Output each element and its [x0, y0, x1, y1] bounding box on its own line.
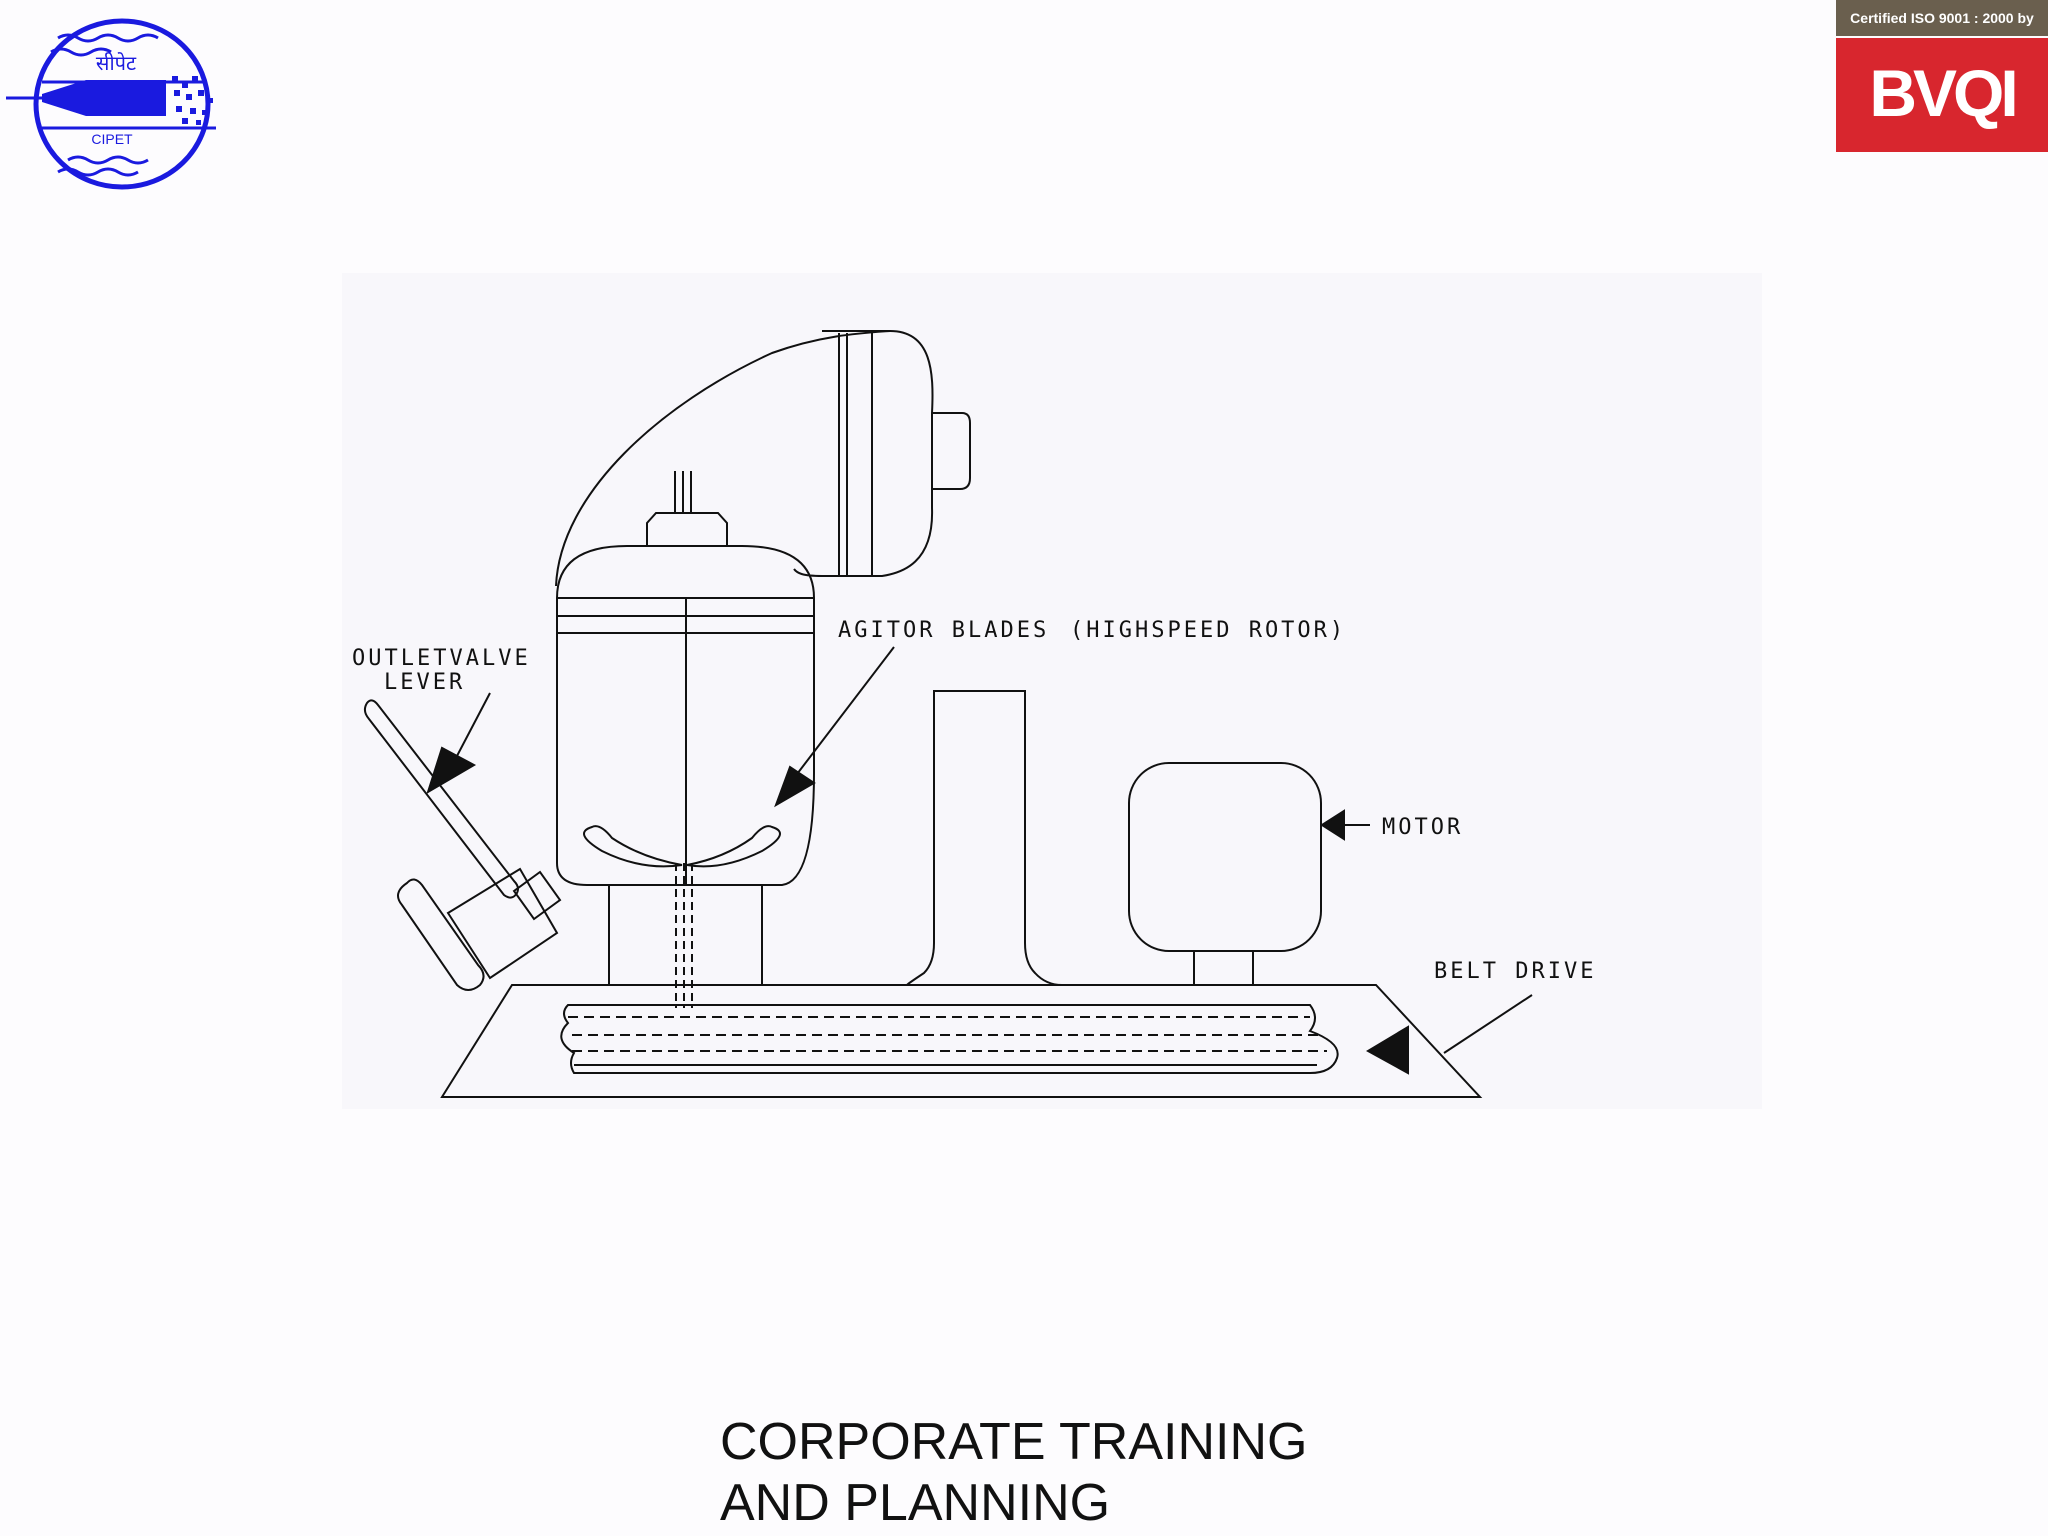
logo-text: CIPET — [91, 131, 133, 147]
belt-label: BELT DRIVE — [1434, 959, 1596, 984]
footer-line-2: AND PLANNING — [720, 1474, 1111, 1532]
mixer-diagram: AGITOR BLADES (HIGHSPEED ROTOR) OUTLETVA… — [342, 273, 1762, 1109]
outlet-label-line2: LEVER — [384, 670, 465, 695]
logo-hindi-text: सीपेट — [96, 51, 137, 75]
agitator-arrow-icon — [774, 765, 816, 808]
rotor-label: (HIGHSPEED ROTOR) — [1070, 618, 1346, 643]
bvqi-logo: BVQI — [1836, 38, 2048, 152]
machine-base — [440, 984, 1483, 1098]
belt-arrow-icon — [1365, 1025, 1409, 1075]
hood-body — [793, 330, 934, 577]
motor-label: MOTOR — [1382, 815, 1463, 840]
outlet-label-line1: OUTLETVALVE — [352, 646, 531, 671]
certification-text: Certified ISO 9001 : 2000 by — [1836, 0, 2048, 36]
motor-body — [1128, 762, 1322, 952]
footer-title: CORPORATE TRAINING AND PLANNING — [720, 1412, 1307, 1534]
agitator-label: AGITOR BLADES — [838, 618, 1049, 643]
motor-arrow-icon — [1320, 809, 1345, 841]
support-column — [905, 690, 1063, 986]
cipet-logo-icon: सीपेट CIPET — [6, 18, 216, 190]
outlet-arrow-icon — [426, 746, 477, 795]
certification-badge: Certified ISO 9001 : 2000 by BVQI — [1836, 0, 2048, 152]
belt-drive — [560, 1004, 1339, 1074]
agitator-blades — [583, 825, 683, 868]
outlet-valve — [363, 699, 562, 991]
footer-line-1: CORPORATE TRAINING — [720, 1413, 1308, 1471]
bvqi-brand-text: BVQI — [1869, 56, 2014, 130]
hood-outline — [555, 330, 891, 587]
